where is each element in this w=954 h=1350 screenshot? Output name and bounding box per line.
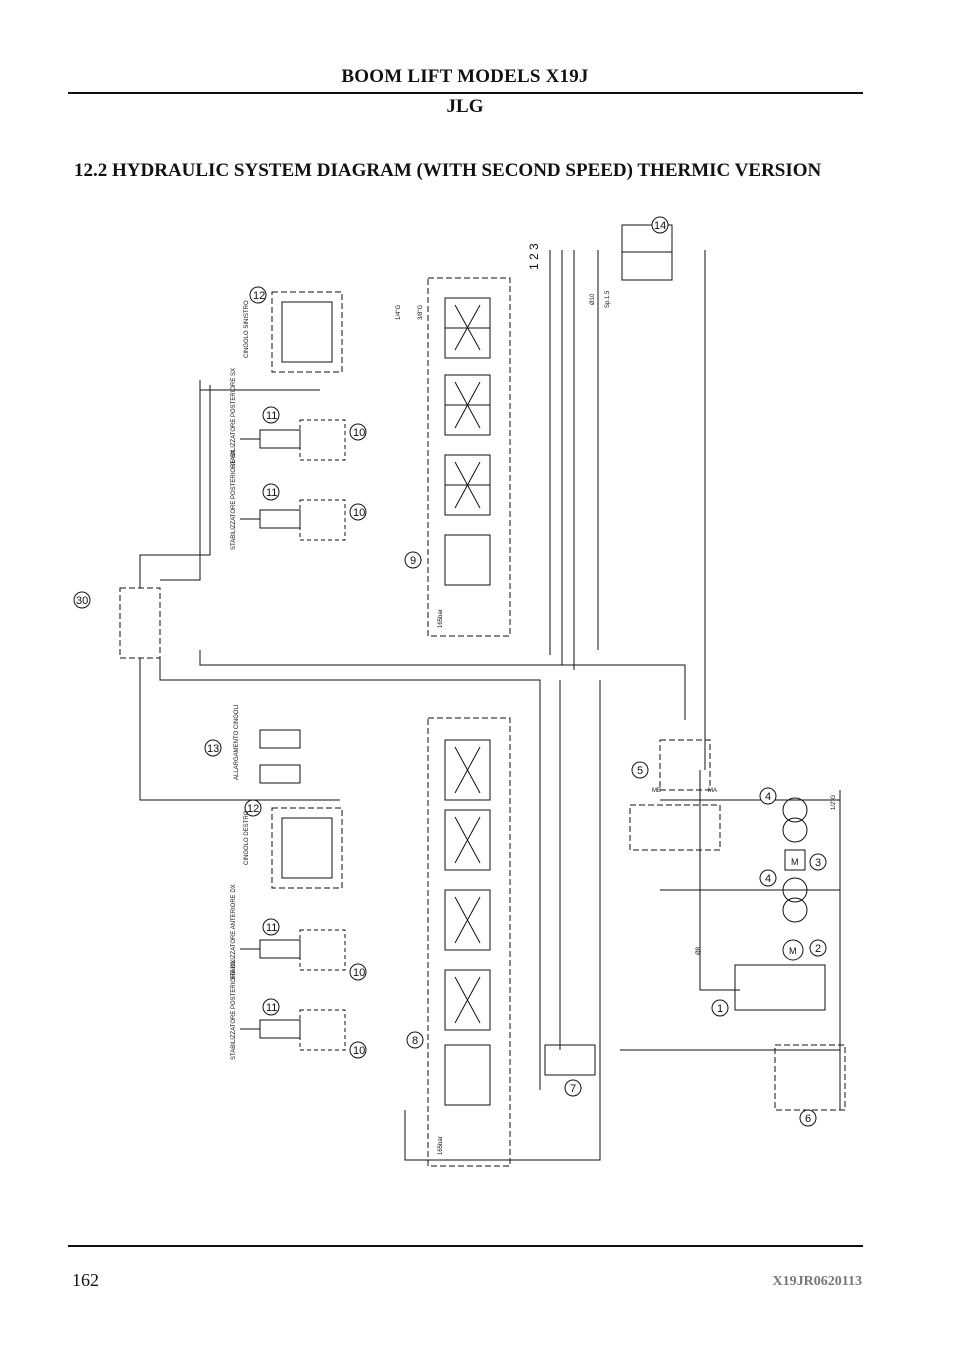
svg-text:11: 11 [266, 922, 277, 934]
label-port-mb: MB [652, 788, 661, 794]
svg-text:5: 5 [637, 765, 643, 777]
svg-text:11: 11 [266, 1002, 277, 1014]
label-stab-ant-sx: STABILIZZATORE POSTERIORE SX [231, 450, 237, 550]
hydraulic-lines [139, 250, 841, 1161]
label-pressure-upper: 165bar [438, 609, 444, 628]
label-pressure-lower: 165bar [438, 1136, 444, 1155]
svg-text:10: 10 [353, 507, 365, 519]
label-motor-2: M [789, 946, 797, 956]
label-selector-positions: 1 2 3 [527, 243, 541, 270]
svg-text:7: 7 [570, 1083, 576, 1095]
svg-text:30: 30 [76, 595, 88, 607]
label-stab-ant-dx: STABILIZZATORE ANTERIORE DX [231, 884, 237, 980]
right-track-motor [271, 807, 343, 889]
upper-valve-sections [444, 297, 491, 586]
section-heading: 12.2 HYDRAULIC SYSTEM DIAGRAM (WITH SECO… [74, 160, 822, 181]
lower-valve-bank [427, 717, 511, 1167]
label-stab-post-sx: STABILIZZATORE POSTERIORE SX [231, 368, 237, 468]
left-track-motor [271, 291, 343, 373]
label-stab-post-dx: STABILIZZATORE POSTERIORE DX [231, 960, 237, 1060]
brand-name: JLG [446, 96, 484, 117]
label-port-ma: MA [708, 788, 717, 794]
svg-text:10: 10 [353, 427, 365, 439]
pump-motor-group [782, 797, 808, 961]
label-sp15: Sp.1.5 [605, 290, 611, 308]
svg-text:6: 6 [805, 1113, 811, 1125]
svg-text:12: 12 [247, 803, 259, 815]
label-fitting-three-eighths: 3/8"G [418, 305, 424, 320]
label-fitting-half: 1/2"G [831, 795, 837, 810]
hydraulic-diagram: 12 11 10 11 10 9 30 13 12 11 10 11 10 8 … [60, 210, 860, 1200]
label-allargamento: ALLARGAMENTO CINGOLI [234, 704, 240, 780]
svg-text:4: 4 [765, 873, 771, 885]
label-pipe-10: Ø10 [590, 293, 596, 305]
filter-block [774, 1044, 846, 1111]
svg-text:11: 11 [266, 410, 277, 422]
label-motor: M [791, 857, 799, 867]
svg-text:2: 2 [815, 943, 821, 955]
footer-divider [68, 1245, 863, 1247]
svg-text:1: 1 [717, 1003, 723, 1015]
label-cingolo-destro: CINGOLO DESTRO [244, 810, 250, 865]
document-code: X19JR0620113 [772, 1274, 862, 1289]
svg-text:10: 10 [353, 1045, 365, 1057]
label-cingolo-sinistro: CINGOLO SINISTRO [244, 300, 250, 358]
svg-text:12: 12 [253, 290, 265, 302]
document-title: BOOM LIFT MODELS X19J [341, 66, 589, 87]
svg-text:3: 3 [815, 857, 821, 869]
valve-block-30 [119, 587, 161, 659]
svg-text:11: 11 [266, 487, 277, 499]
header-divider [68, 92, 863, 94]
svg-text:4: 4 [765, 791, 771, 803]
relief-valve-block [734, 964, 826, 1011]
lower-valve-sections [444, 739, 491, 1106]
svg-text:9: 9 [410, 555, 416, 567]
label-pipe-8: Ø8 [696, 946, 702, 955]
diagram-callouts: 12 11 10 11 10 9 30 13 12 11 10 11 10 8 … [73, 216, 827, 1127]
svg-text:10: 10 [353, 967, 365, 979]
page-number: 162 [72, 1270, 99, 1290]
svg-text:8: 8 [412, 1035, 418, 1047]
distributor-block [659, 739, 711, 791]
upper-valve-bank [427, 277, 511, 637]
svg-text:13: 13 [207, 743, 219, 755]
svg-text:14: 14 [654, 220, 666, 232]
manifold-block [544, 1044, 596, 1076]
stabilizer-cylinders [240, 419, 346, 1051]
label-fitting-quarter: 1/4"G [396, 305, 402, 320]
